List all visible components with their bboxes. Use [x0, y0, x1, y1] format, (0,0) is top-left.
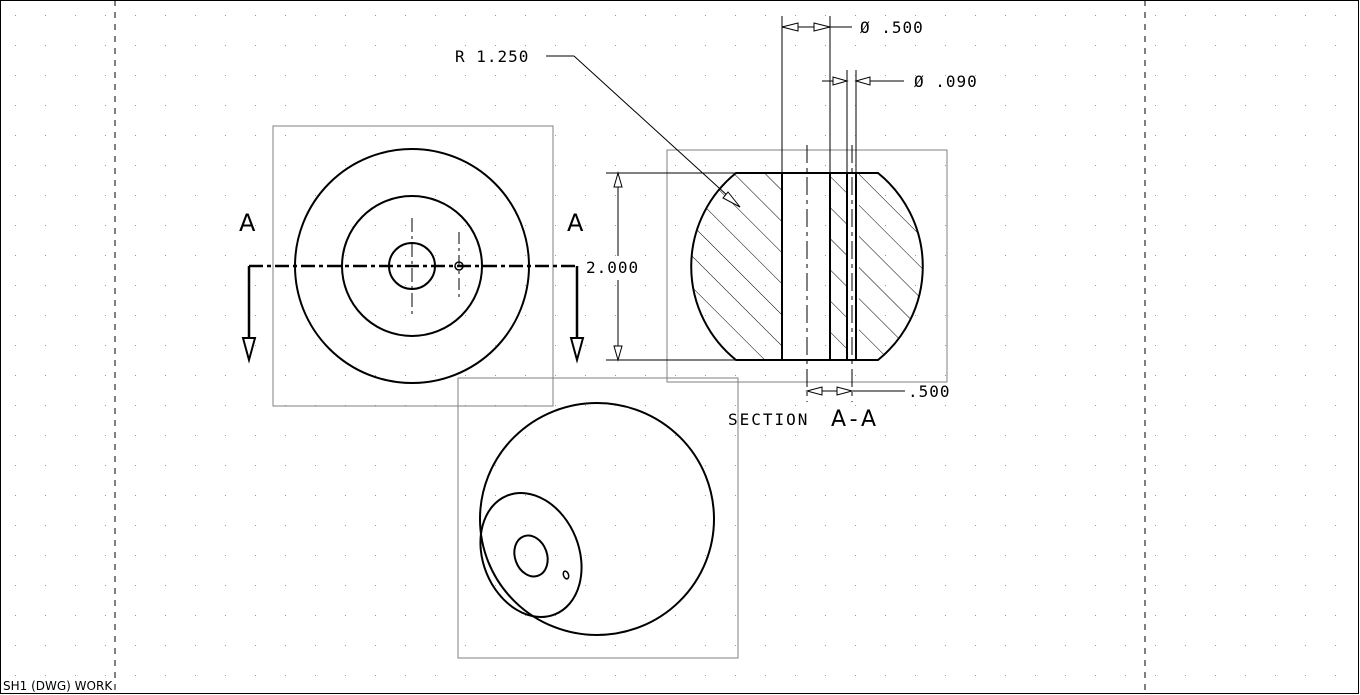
dia500-arrow-right-icon	[813, 22, 831, 32]
sphere-outline	[479, 402, 715, 636]
offset-dimension: .500	[908, 382, 951, 401]
radius-dimension: R 1.250	[455, 47, 529, 66]
dia090-arrow-left-icon	[832, 76, 849, 86]
height-arrow-top-icon	[613, 171, 623, 188]
dia090-arrow-right-icon	[854, 76, 871, 86]
section-arrow-right-icon	[569, 337, 585, 364]
height-dimension: 2.000	[586, 258, 639, 277]
middle-circle	[341, 195, 483, 337]
dia500-arrow-left-icon	[781, 22, 799, 32]
front-view[interactable]: A A	[239, 125, 585, 407]
section-outline	[690, 172, 924, 361]
radius-arrow-icon	[722, 191, 741, 208]
height-arrow-bottom-icon	[613, 345, 623, 362]
radius-leader-line	[573, 55, 741, 208]
diameter-090-dimension: Ø .090	[914, 72, 978, 91]
offset-arrow-right-icon	[836, 386, 854, 396]
section-caption-id: A-A	[831, 407, 880, 432]
offset-arrow-left-icon	[805, 386, 823, 396]
status-bar: SH1 (DWG) WORK	[3, 679, 113, 693]
iso-view-frame	[457, 377, 739, 659]
hatch-middle-region	[830, 173, 847, 360]
cut-label-right: A	[567, 209, 584, 237]
flat-face-ellipse	[479, 491, 583, 619]
diameter-500-dimension: Ø .500	[860, 18, 924, 37]
cut-label-left: A	[239, 209, 256, 237]
iso-center-hole	[513, 534, 549, 578]
iso-small-hole	[562, 570, 570, 580]
isometric-view[interactable]	[457, 377, 739, 659]
section-caption-word: SECTION	[728, 410, 809, 429]
section-arrow-left-icon	[241, 337, 257, 364]
